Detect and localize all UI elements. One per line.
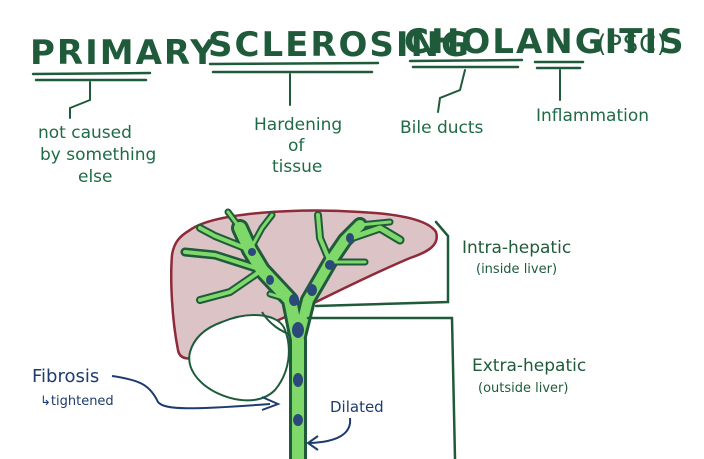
definition-connectors xyxy=(69,69,561,119)
underline-primary xyxy=(31,71,152,76)
intra-hepatic-bracket xyxy=(314,220,450,308)
connector-cholang xyxy=(437,69,466,113)
definition-sclerosing-line-1: Hardening xyxy=(254,115,342,135)
connector-primary xyxy=(69,81,91,119)
extra-hepatic-label: Extra-hepatic xyxy=(472,356,586,376)
title-sclerosing: SCLEROSING xyxy=(208,25,471,65)
underline-sclerosing xyxy=(208,61,380,66)
fibrotic-strictures xyxy=(248,233,354,426)
extra-hepatic-sublabel: (outside liver) xyxy=(478,381,568,396)
brackets xyxy=(306,220,457,459)
definition-cholang: Bile ducts xyxy=(400,118,484,138)
tightened-label: ↳tightened xyxy=(40,394,114,409)
title-primary: PRIMARY xyxy=(30,33,217,73)
definition-primary: not caused by something else xyxy=(38,123,162,187)
definition-sclerosing-line-3: tissue xyxy=(272,157,322,177)
definition-sclerosing: Hardening of tissue xyxy=(254,115,348,177)
dilated-label: Dilated xyxy=(330,398,384,416)
extra-hepatic-bracket xyxy=(306,316,457,459)
dilated-arrow xyxy=(309,417,352,444)
definition-primary-line-3: else xyxy=(78,167,113,187)
dilated-arrowhead xyxy=(306,435,319,451)
intra-hepatic-label: Intra-hepatic xyxy=(462,238,571,258)
definition-primary-line-1: not caused xyxy=(38,123,132,143)
title-cholangitis: CHOLANGITIS xyxy=(404,22,686,62)
fibrosis-label: Fibrosis xyxy=(32,366,99,387)
title-abbreviation: (PSC) xyxy=(597,30,667,58)
definition-primary-line-2: by something xyxy=(40,145,156,165)
title-underlines xyxy=(31,58,585,82)
definition-itis: Inflammation xyxy=(536,106,649,126)
definition-sclerosing-line-2: of xyxy=(288,136,305,156)
gallbladder-outline xyxy=(188,314,290,402)
fibrosis-arrowhead xyxy=(261,396,281,411)
intra-hepatic-sublabel: (inside liver) xyxy=(476,262,557,277)
bile-duct-tree xyxy=(180,208,405,459)
underline-cholang xyxy=(408,58,524,63)
fibrosis-arrow xyxy=(111,375,271,410)
